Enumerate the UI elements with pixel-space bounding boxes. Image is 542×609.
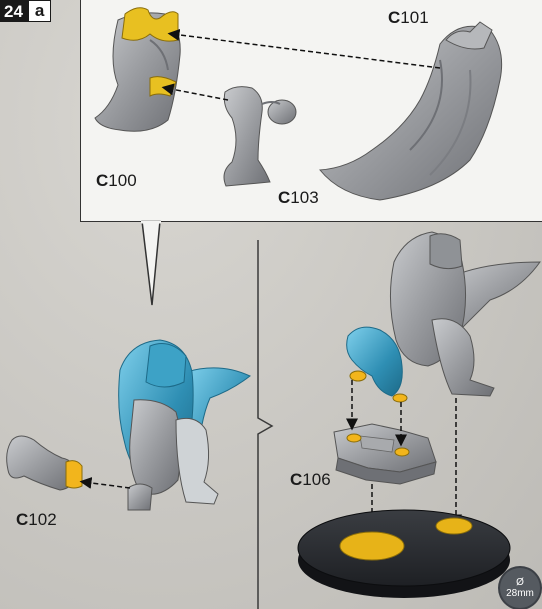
glue-point-c106-right bbox=[395, 448, 409, 456]
label-c101: C101 bbox=[388, 8, 429, 28]
glue-point-c106-left bbox=[347, 434, 361, 442]
label-c100: C100 bbox=[96, 171, 137, 191]
glue-point-c103-foot bbox=[393, 394, 407, 402]
glue-point-c102-foot bbox=[350, 371, 366, 381]
figure-left-assembly bbox=[119, 340, 250, 510]
part-c101 bbox=[320, 22, 502, 200]
glue-area-base-right bbox=[436, 518, 472, 534]
step-sub-letter: a bbox=[29, 0, 51, 22]
callout-pointer bbox=[142, 221, 160, 305]
base-size-value: 28mm bbox=[500, 588, 540, 599]
base-size-icon: Ø 28mm bbox=[500, 568, 540, 608]
part-c106 bbox=[334, 424, 436, 484]
glue-point-c102 bbox=[66, 461, 82, 488]
step-number: 24 bbox=[0, 0, 29, 22]
section-divider bbox=[258, 240, 272, 609]
label-c106: C106 bbox=[290, 470, 331, 490]
glue-area-base-left bbox=[340, 532, 404, 560]
arrow-icon bbox=[172, 34, 440, 68]
part-c102 bbox=[7, 436, 82, 490]
part-c103 bbox=[224, 87, 296, 186]
figure-right-assembly bbox=[347, 232, 540, 402]
label-c103: C103 bbox=[278, 188, 319, 208]
arrow-icon bbox=[84, 482, 130, 488]
label-c102: C102 bbox=[16, 510, 57, 530]
round-base bbox=[298, 510, 510, 598]
step-badge: 24 a bbox=[0, 0, 51, 22]
part-c100 bbox=[95, 8, 180, 132]
base-size-symbol: Ø bbox=[500, 577, 540, 588]
